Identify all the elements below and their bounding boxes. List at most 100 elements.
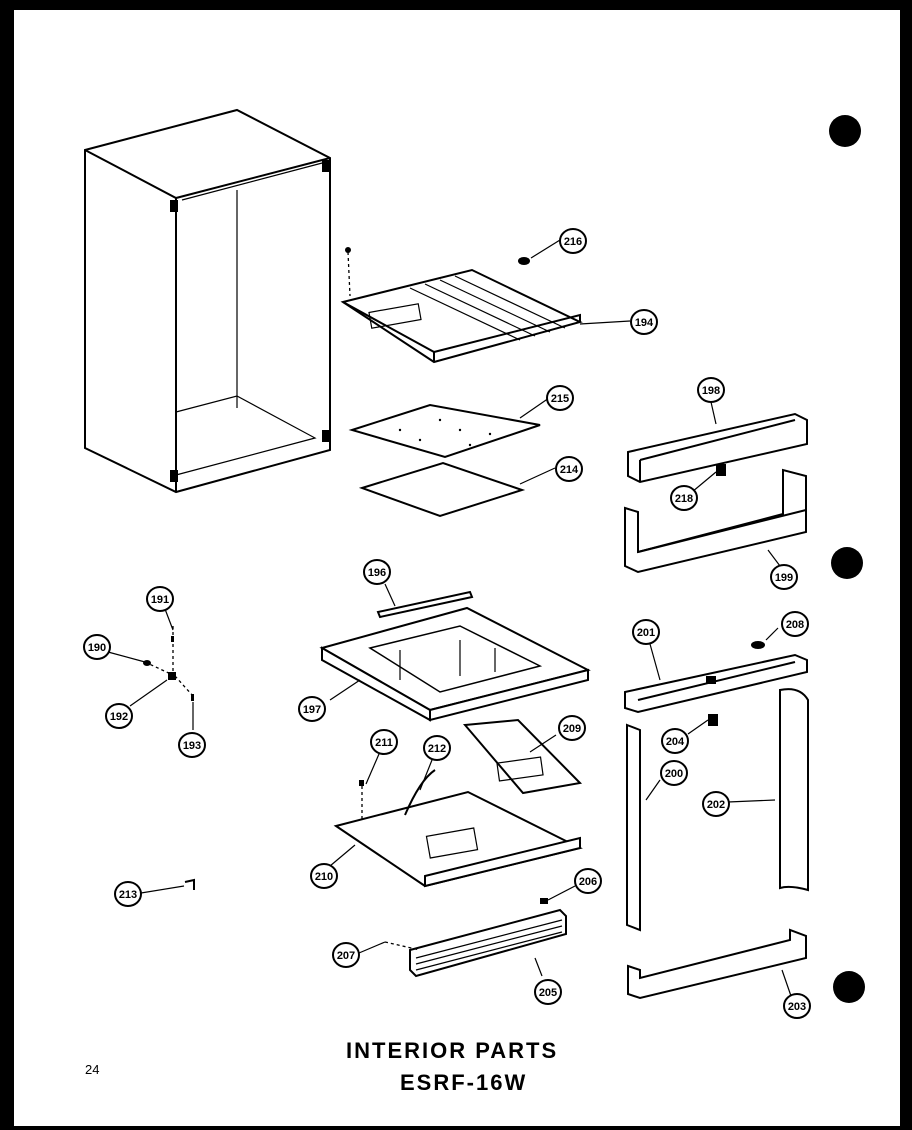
callout-label: 191: [151, 594, 169, 606]
page-number: 24: [85, 1062, 99, 1077]
part-214-drawing: [358, 461, 526, 518]
binder-hole-top: [829, 115, 861, 147]
callout-bubble: [630, 309, 658, 335]
callout-204: 204: [661, 728, 689, 754]
callout-label: 204: [666, 736, 685, 748]
part-199-drawing: [624, 468, 807, 574]
callout-label: 193: [183, 740, 201, 752]
part-200-drawing: [626, 723, 641, 932]
callout-215: 215: [546, 385, 574, 411]
callout-label: 214: [560, 464, 579, 476]
callout-bubble: [574, 868, 602, 894]
callout-216: 216: [559, 228, 587, 254]
callout-label: 209: [563, 723, 581, 735]
callout-label: 208: [786, 619, 804, 631]
callout-192: 192: [105, 703, 133, 729]
callout-label: 218: [675, 493, 693, 505]
callout-bubble: [114, 881, 142, 907]
callout-label: 199: [775, 572, 793, 584]
callout-bubble: [770, 564, 798, 590]
callout-label: 203: [788, 1001, 806, 1013]
leader-lines: [107, 239, 792, 997]
callout-layer: 216 194 215 214 198 218 199 196 197 191 190 192 193 2…: [83, 228, 811, 1019]
callout-bubble: [697, 377, 725, 403]
callout-label: 194: [635, 317, 654, 329]
callout-bubble: [702, 791, 730, 817]
title-line-2: ESRF-16W: [400, 1070, 527, 1095]
callout-label: 201: [637, 627, 655, 639]
callout-190: 190: [83, 634, 111, 660]
callout-label: 205: [539, 987, 557, 999]
binder-hole-bottom: [833, 971, 865, 1003]
callout-label: 216: [564, 236, 582, 248]
callout-label: 202: [707, 799, 725, 811]
callout-bubble: [661, 728, 689, 754]
part-194-drawing: [340, 247, 583, 364]
callout-210: 210: [310, 863, 338, 889]
callout-bubble: [332, 942, 360, 968]
part-202-drawing: [779, 688, 809, 892]
callout-bubble: [423, 735, 451, 761]
callout-bubble: [83, 634, 111, 660]
callout-200: 200: [660, 760, 688, 786]
callout-196: 196: [363, 559, 391, 585]
callout-bubble: [546, 385, 574, 411]
title-line-1: INTERIOR PARTS: [346, 1038, 558, 1063]
callout-bubble: [534, 979, 562, 1005]
part-203-drawing: [627, 928, 807, 1000]
callout-206: 206: [574, 868, 602, 894]
part-210-drawing: [333, 769, 583, 888]
part-213-drawing: [184, 878, 195, 890]
callout-193: 193: [178, 732, 206, 758]
callout-207: 207: [332, 942, 360, 968]
callout-bubble: [558, 715, 586, 741]
cabinet-liner-drawing: [84, 108, 331, 494]
callout-label: 210: [315, 871, 333, 883]
callout-bubble: [555, 456, 583, 482]
small-hardware-drawing: [143, 626, 194, 701]
callout-bubble: [310, 863, 338, 889]
callout-bubble: [146, 586, 174, 612]
callout-label: 192: [110, 711, 128, 723]
callout-214: 214: [555, 456, 583, 482]
callout-label: 212: [428, 743, 446, 755]
callout-203: 203: [783, 993, 811, 1019]
part-215-drawing: [348, 403, 541, 459]
callout-199: 199: [770, 564, 798, 590]
callout-191: 191: [146, 586, 174, 612]
callout-bubble: [363, 559, 391, 585]
callout-label: 200: [665, 768, 683, 780]
callout-194: 194: [630, 309, 658, 335]
callout-label: 196: [368, 567, 386, 579]
callout-bubble: [370, 729, 398, 755]
part-209-drawing: [462, 718, 583, 795]
callout-208: 208: [781, 611, 809, 637]
callout-bubble: [781, 611, 809, 637]
callout-label: 215: [551, 393, 569, 405]
part-205-drawing: [384, 898, 567, 978]
callout-bubble: [298, 696, 326, 722]
callout-bubble: [783, 993, 811, 1019]
callout-209: 209: [558, 715, 586, 741]
callout-198: 198: [697, 377, 725, 403]
callout-label: 197: [303, 704, 321, 716]
callout-212: 212: [423, 735, 451, 761]
callout-201: 201: [632, 619, 660, 645]
callout-205: 205: [534, 979, 562, 1005]
callout-label: 206: [579, 876, 597, 888]
callout-label: 211: [375, 737, 393, 749]
part-196-drawing: [376, 590, 474, 619]
callout-bubble: [660, 760, 688, 786]
callout-bubble: [670, 485, 698, 511]
callout-bubble: [105, 703, 133, 729]
part-197-drawing: [319, 606, 591, 722]
callout-label: 190: [88, 642, 106, 654]
callout-label: 198: [702, 385, 720, 397]
binder-hole-middle: [831, 547, 863, 579]
callout-218: 218: [670, 485, 698, 511]
callout-bubble: [632, 619, 660, 645]
callout-label: 207: [337, 950, 355, 962]
callout-bubble: [178, 732, 206, 758]
part-198-drawing: [627, 412, 808, 484]
